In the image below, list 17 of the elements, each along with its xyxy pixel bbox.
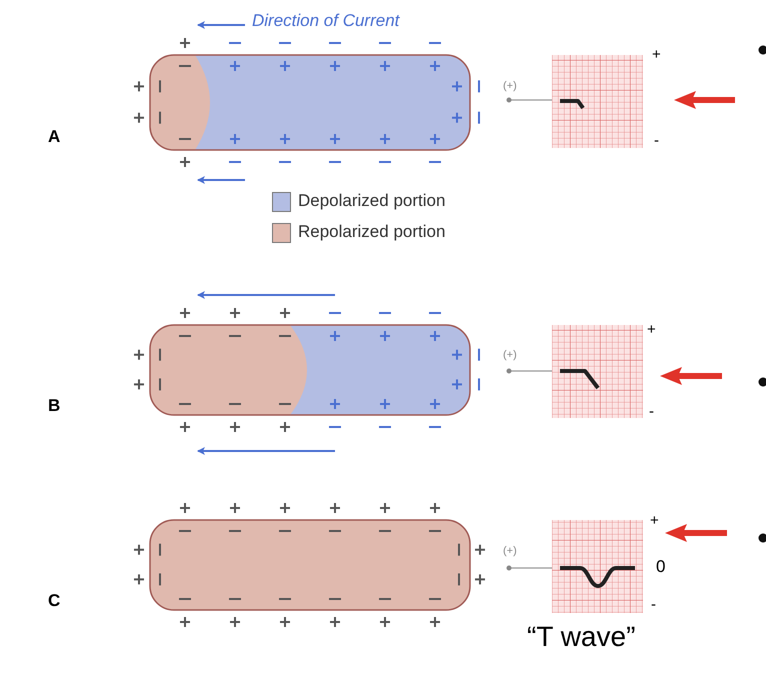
polarity-label: + bbox=[647, 322, 656, 338]
electrode-label: (+) bbox=[503, 545, 517, 558]
panel-letter: C bbox=[48, 592, 60, 611]
polarity-label: - bbox=[651, 597, 656, 614]
wave-label: “T wave” bbox=[527, 622, 636, 653]
axis-zero-label: 0 bbox=[656, 558, 666, 577]
polarity-label: + bbox=[650, 513, 659, 530]
polarity-label: - bbox=[654, 133, 659, 150]
panel-letter: A bbox=[48, 128, 60, 147]
direction-label: Direction of Current bbox=[252, 12, 400, 31]
panel-letter: B bbox=[48, 397, 60, 416]
electrode-label: (+) bbox=[503, 349, 517, 362]
legend-label: Repolarized portion bbox=[298, 223, 446, 242]
polarity-label: - bbox=[649, 404, 654, 420]
legend-label: Depolarized portion bbox=[298, 192, 446, 211]
electrode-label: (+) bbox=[503, 80, 517, 92]
polarity-label: + bbox=[652, 47, 661, 64]
